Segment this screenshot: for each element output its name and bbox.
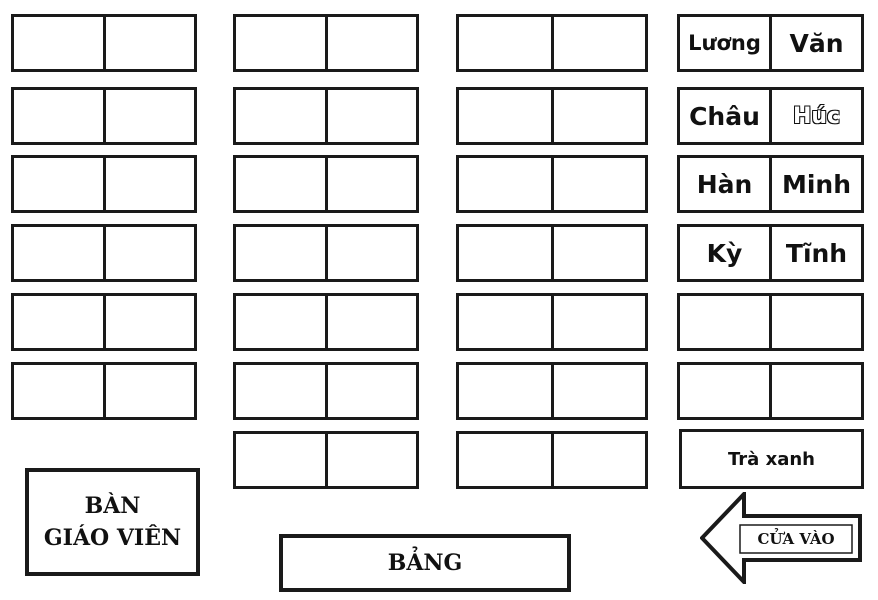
desk-c1-r1 <box>11 14 197 72</box>
seat <box>236 227 325 279</box>
seat-name <box>680 365 769 417</box>
desk-c3-r5 <box>456 293 648 351</box>
seat <box>550 365 646 417</box>
desk-c4-r6 <box>677 362 864 420</box>
desk-c3-r1 <box>456 14 648 72</box>
seat <box>102 227 195 279</box>
seat <box>14 227 103 279</box>
seat <box>324 17 417 69</box>
seat <box>102 90 195 142</box>
desk-c4-r5 <box>677 293 864 351</box>
seat <box>459 365 551 417</box>
seat-name: Văn <box>769 17 861 69</box>
desk-c4-r1: Lương Văn <box>677 14 864 72</box>
seat <box>459 158 551 210</box>
seat <box>102 365 195 417</box>
seat-name: Hàn <box>696 169 753 199</box>
seat <box>550 17 646 69</box>
desk-c4-r3: Hàn Minh <box>677 155 864 213</box>
seat-name: Minh <box>769 158 861 210</box>
seat <box>236 17 325 69</box>
seat <box>324 158 417 210</box>
seat <box>102 158 195 210</box>
teacher-desk-label-line2: GIÁO VIÊN <box>43 525 182 551</box>
desk-c2-r5 <box>233 293 419 351</box>
seat <box>324 227 417 279</box>
desk-c1-r4 <box>11 224 197 282</box>
board: BẢNG <box>279 534 571 592</box>
desk-c2-r4 <box>233 224 419 282</box>
seat-name <box>680 296 769 348</box>
desk-c3-r3 <box>456 155 648 213</box>
seat <box>459 296 551 348</box>
seat <box>324 434 417 486</box>
seat <box>102 296 195 348</box>
seat <box>550 227 646 279</box>
seat <box>459 434 551 486</box>
seat <box>550 296 646 348</box>
desk-c3-r2 <box>456 87 648 145</box>
seat <box>459 17 551 69</box>
seat <box>324 296 417 348</box>
seat-name: Lương <box>688 31 761 55</box>
seat <box>324 365 417 417</box>
desk-c3-r6 <box>456 362 648 420</box>
seat <box>324 90 417 142</box>
seat <box>14 365 103 417</box>
desk-c2-r6 <box>233 362 419 420</box>
desk-c2-r2 <box>233 87 419 145</box>
desk-c4-r4: Kỳ Tĩnh <box>677 224 864 282</box>
seat <box>459 90 551 142</box>
seat <box>550 434 646 486</box>
seat <box>459 227 551 279</box>
seat <box>550 158 646 210</box>
door-label: CỬA VÀO <box>757 530 835 548</box>
desk-c4-r2: Châu Húc <box>677 87 864 145</box>
seat <box>14 296 103 348</box>
desk-c3-r4 <box>456 224 648 282</box>
board-label: BẢNG <box>387 550 463 576</box>
seat <box>14 17 103 69</box>
seat <box>14 158 103 210</box>
seat-name: Kỳ <box>706 238 743 268</box>
desk-c4-r7: Trà xanh <box>679 429 864 489</box>
desk-c1-r2 <box>11 87 197 145</box>
teacher-desk: BÀN GIÁO VIÊN <box>25 468 200 576</box>
seat <box>236 365 325 417</box>
seat-name <box>769 365 861 417</box>
seat <box>236 90 325 142</box>
desk-c2-r7 <box>233 431 419 489</box>
desk-c1-r6 <box>11 362 197 420</box>
seat <box>102 17 195 69</box>
teacher-desk-label-line1: BÀN <box>84 493 141 519</box>
seat <box>236 434 325 486</box>
seat <box>236 158 325 210</box>
seat-name: Tĩnh <box>769 227 861 279</box>
seat-name: Châu <box>689 101 760 131</box>
arrow-left-icon <box>700 492 862 584</box>
desk-c2-r1 <box>233 14 419 72</box>
desk-c1-r3 <box>11 155 197 213</box>
seat <box>236 296 325 348</box>
desk-c1-r5 <box>11 293 197 351</box>
seat <box>550 90 646 142</box>
seat <box>14 90 103 142</box>
seat-name <box>769 296 861 348</box>
desk-c2-r3 <box>233 155 419 213</box>
seat-name: Húc <box>769 90 861 142</box>
desk-c3-r7 <box>456 431 648 489</box>
seat-name: Trà xanh <box>728 448 815 470</box>
